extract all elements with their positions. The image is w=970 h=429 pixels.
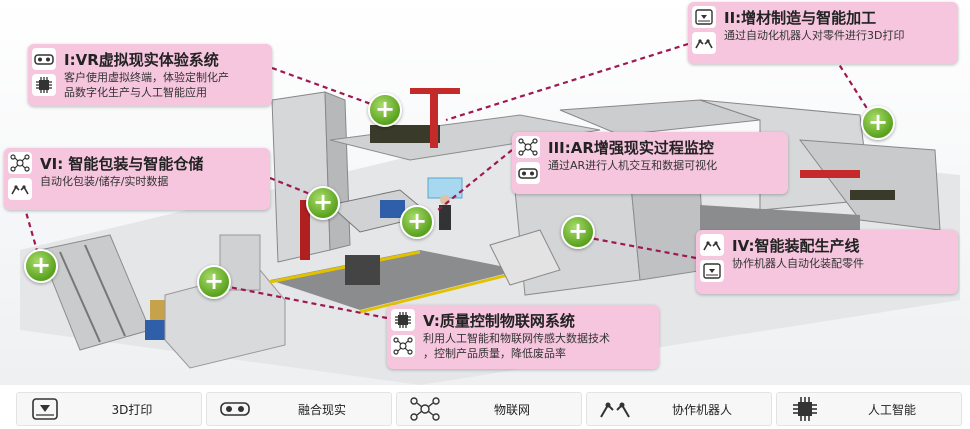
callout-quality[interactable]: V:质量控制物联网系统 利用人工智能和物联网传感大数据技术 ，控制产品质量，降低… — [387, 305, 659, 369]
hotspot-plus-am[interactable]: + — [861, 106, 895, 140]
printer-3d-icon — [700, 260, 724, 282]
printer-3d-icon — [692, 6, 716, 28]
callout-pack-title: VI: 智能包装与智能仓储 — [40, 155, 204, 173]
printer-3d-icon — [25, 396, 65, 422]
callout-assembly-title: IV:智能装配生产线 — [732, 237, 860, 255]
callout-pack[interactable]: VI: 智能包装与智能仓储 自动化包装/储存/实时数据 — [4, 148, 270, 210]
hotspot-plus-vr[interactable]: + — [368, 93, 402, 127]
ai-chip-icon — [391, 309, 415, 331]
legend-bar: 3D打印 融合现实 物联网 协作机器人 人工智能 — [0, 387, 970, 429]
hotspot-plus-quality[interactable]: + — [197, 265, 231, 299]
callout-assembly-desc: 协作机器人自动化装配零件 — [732, 257, 864, 270]
upper-conveyor — [329, 88, 601, 161]
callout-ar-title: III:AR增强现实过程监控 — [548, 139, 714, 157]
vr-headset-icon — [32, 48, 56, 70]
vr-headset-icon — [215, 396, 255, 422]
callout-am[interactable]: II:增材制造与智能加工 通过自动化机器人对零件进行3D打印 — [688, 2, 958, 64]
legend-item-mixed-reality[interactable]: 融合现实 — [206, 392, 392, 426]
callout-vr-title: I:VR虚拟现实体验系统 — [64, 51, 219, 69]
iot-network-icon — [516, 136, 540, 158]
iot-network-icon — [405, 396, 445, 422]
legend-item-iot[interactable]: 物联网 — [396, 392, 582, 426]
hotspot-plus-assembly[interactable]: + — [561, 215, 595, 249]
hotspot-plus-left[interactable]: + — [24, 249, 58, 283]
legend-item-3d-printing[interactable]: 3D打印 — [16, 392, 202, 426]
legend-item-cobot[interactable]: 协作机器人 — [586, 392, 772, 426]
callout-ar-desc: 通过AR进行人机交互和数据可视化 — [548, 159, 718, 172]
robot-arms-icon — [8, 178, 32, 200]
legend-item-ai[interactable]: 人工智能 — [776, 392, 962, 426]
callout-assembly[interactable]: IV:智能装配生产线 协作机器人自动化装配零件 — [696, 230, 958, 294]
callout-ar[interactable]: III:AR增强现实过程监控 通过AR进行人机交互和数据可视化 — [512, 132, 788, 194]
packing-machine — [164, 234, 286, 369]
robot-arms-icon — [700, 234, 724, 256]
ai-chip-icon — [32, 74, 56, 96]
callout-vr[interactable]: I:VR虚拟现实体验系统 客户使用虚拟终端，体验定制化产 品数字化生产与人工智能… — [28, 44, 272, 106]
vr-headset-icon — [516, 162, 540, 184]
callout-quality-desc: 利用人工智能和物联网传感大数据技术 ，控制产品质量，降低废品率 — [423, 332, 610, 360]
connector-lines — [22, 42, 869, 320]
callout-am-title: II:增材制造与智能加工 — [724, 9, 877, 27]
hotspot-plus-ar[interactable]: + — [400, 205, 434, 239]
callout-vr-desc: 客户使用虚拟终端，体验定制化产 品数字化生产与人工智能应用 — [64, 71, 229, 99]
robot-arms-icon — [595, 396, 635, 422]
callout-am-desc: 通过自动化机器人对零件进行3D打印 — [724, 29, 905, 42]
central-line — [269, 189, 521, 314]
callout-quality-title: V:质量控制物联网系统 — [423, 312, 575, 330]
hotspot-plus-pack[interactable]: + — [306, 186, 340, 220]
iot-network-icon — [8, 152, 32, 174]
ai-chip-icon — [785, 396, 825, 422]
robot-arms-icon — [692, 32, 716, 54]
callout-pack-desc: 自动化包装/储存/实时数据 — [40, 175, 169, 188]
iot-network-icon — [391, 335, 415, 357]
vr-tower — [271, 91, 351, 263]
